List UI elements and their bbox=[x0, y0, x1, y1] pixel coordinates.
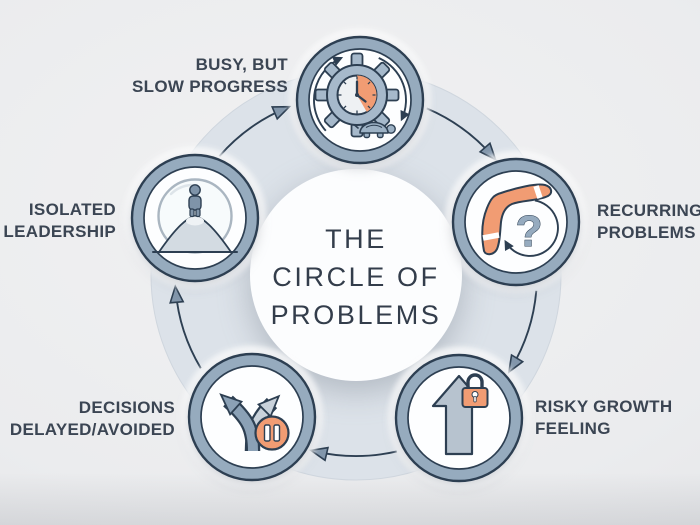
person-icon bbox=[188, 184, 202, 218]
person-under-dome-icon bbox=[152, 178, 238, 254]
label-decisions-delayed: DECISIONS DELAYED/AVOIDED bbox=[9, 398, 175, 440]
center-circle bbox=[250, 169, 462, 381]
hill-icon bbox=[158, 215, 232, 253]
flow-arrow-left-to-top bbox=[218, 105, 292, 157]
label-risky-growth-feeling: RISKY GROWTH FEELING bbox=[535, 397, 673, 439]
label-busy-slow-progress: BUSY, BUT SLOW PROGRESS bbox=[132, 55, 288, 97]
gear-icon bbox=[314, 52, 400, 138]
fork-arrows-icon bbox=[219, 393, 281, 452]
locked-growth-arrow-icon bbox=[431, 373, 489, 456]
dome-highlight bbox=[169, 183, 193, 196]
hill-snowcap bbox=[186, 216, 204, 226]
lock-icon bbox=[461, 373, 489, 408]
node-isolated-leadership bbox=[124, 147, 266, 289]
pause-icon bbox=[254, 415, 290, 451]
clock-icon bbox=[336, 74, 378, 116]
flow-arrows bbox=[169, 105, 538, 462]
boomerang-question-icon: ? bbox=[481, 183, 559, 257]
boomerang-stripes bbox=[482, 185, 543, 241]
gear-clock-turtle-icon bbox=[313, 52, 410, 139]
node-risky-growth-feeling bbox=[388, 347, 530, 489]
boomerang-icon bbox=[481, 183, 553, 256]
flow-arrow-bottomleft-to-left bbox=[169, 284, 202, 369]
flow-arrow-right-to-bottomright bbox=[507, 290, 538, 374]
question-mark-icon: ? bbox=[516, 207, 543, 256]
flow-arrow-bottomright-to-bottomleft bbox=[308, 446, 397, 462]
label-isolated-leadership: ISOLATED LEADERSHIP bbox=[3, 200, 116, 242]
node-busy-slow-progress bbox=[289, 29, 431, 171]
label-recurring-problems: RECURRING PROBLEMS bbox=[597, 201, 700, 243]
node-decisions-delayed bbox=[181, 346, 323, 488]
flow-arrow-top-to-right bbox=[426, 107, 497, 162]
node-recurring-problems: ? bbox=[445, 151, 587, 293]
turtle-icon bbox=[353, 121, 396, 139]
cycle-arrow-icon bbox=[504, 199, 559, 257]
center-title: THE CIRCLE OF PROBLEMS bbox=[270, 224, 442, 330]
forked-arrows-pause-icon bbox=[219, 393, 290, 452]
